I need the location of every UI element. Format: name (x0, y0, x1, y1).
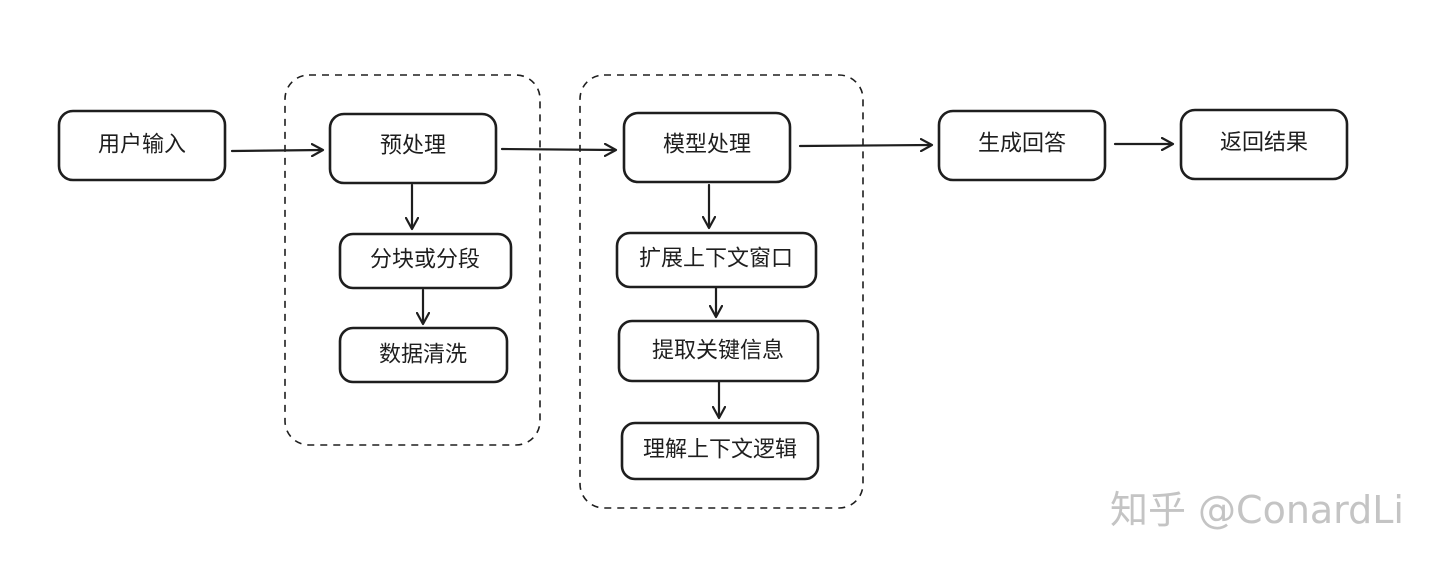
node-generate-answer-label: 生成回答 (978, 132, 1066, 157)
node-data-cleaning: 数据清洗 (338, 326, 509, 384)
node-user-input: 用户输入 (57, 109, 227, 182)
node-model-processing-label: 模型处理 (663, 133, 751, 158)
node-extract-info: 提取关键信息 (617, 319, 820, 383)
node-generate-answer: 生成回答 (937, 109, 1107, 182)
node-return-result: 返回结果 (1179, 108, 1349, 181)
node-chunking: 分块或分段 (338, 232, 513, 290)
node-chunking-label: 分块或分段 (370, 248, 480, 273)
node-understand-logic: 理解上下文逻辑 (620, 421, 820, 481)
node-return-result-label: 返回结果 (1220, 131, 1308, 156)
node-extract-info-label: 提取关键信息 (652, 339, 784, 364)
node-understand-logic-label: 理解上下文逻辑 (643, 438, 797, 463)
node-preprocess: 预处理 (328, 112, 498, 185)
preprocess-group (284, 74, 541, 446)
edge-user-input-to-preprocess (230, 150, 322, 151)
node-expand-context-label: 扩展上下文窗口 (639, 247, 793, 272)
node-expand-context: 扩展上下文窗口 (615, 231, 818, 289)
node-user-input-label: 用户输入 (98, 133, 186, 158)
node-preprocess-label: 预处理 (380, 134, 446, 159)
node-data-cleaning-label: 数据清洗 (379, 343, 467, 368)
node-model-processing: 模型处理 (622, 111, 792, 184)
model-processing-group (579, 74, 864, 509)
edge-preprocess-to-model (500, 149, 615, 150)
watermark-text: 知乎 @ConardLi (1110, 488, 1404, 532)
edge-model-to-generate (798, 145, 931, 146)
